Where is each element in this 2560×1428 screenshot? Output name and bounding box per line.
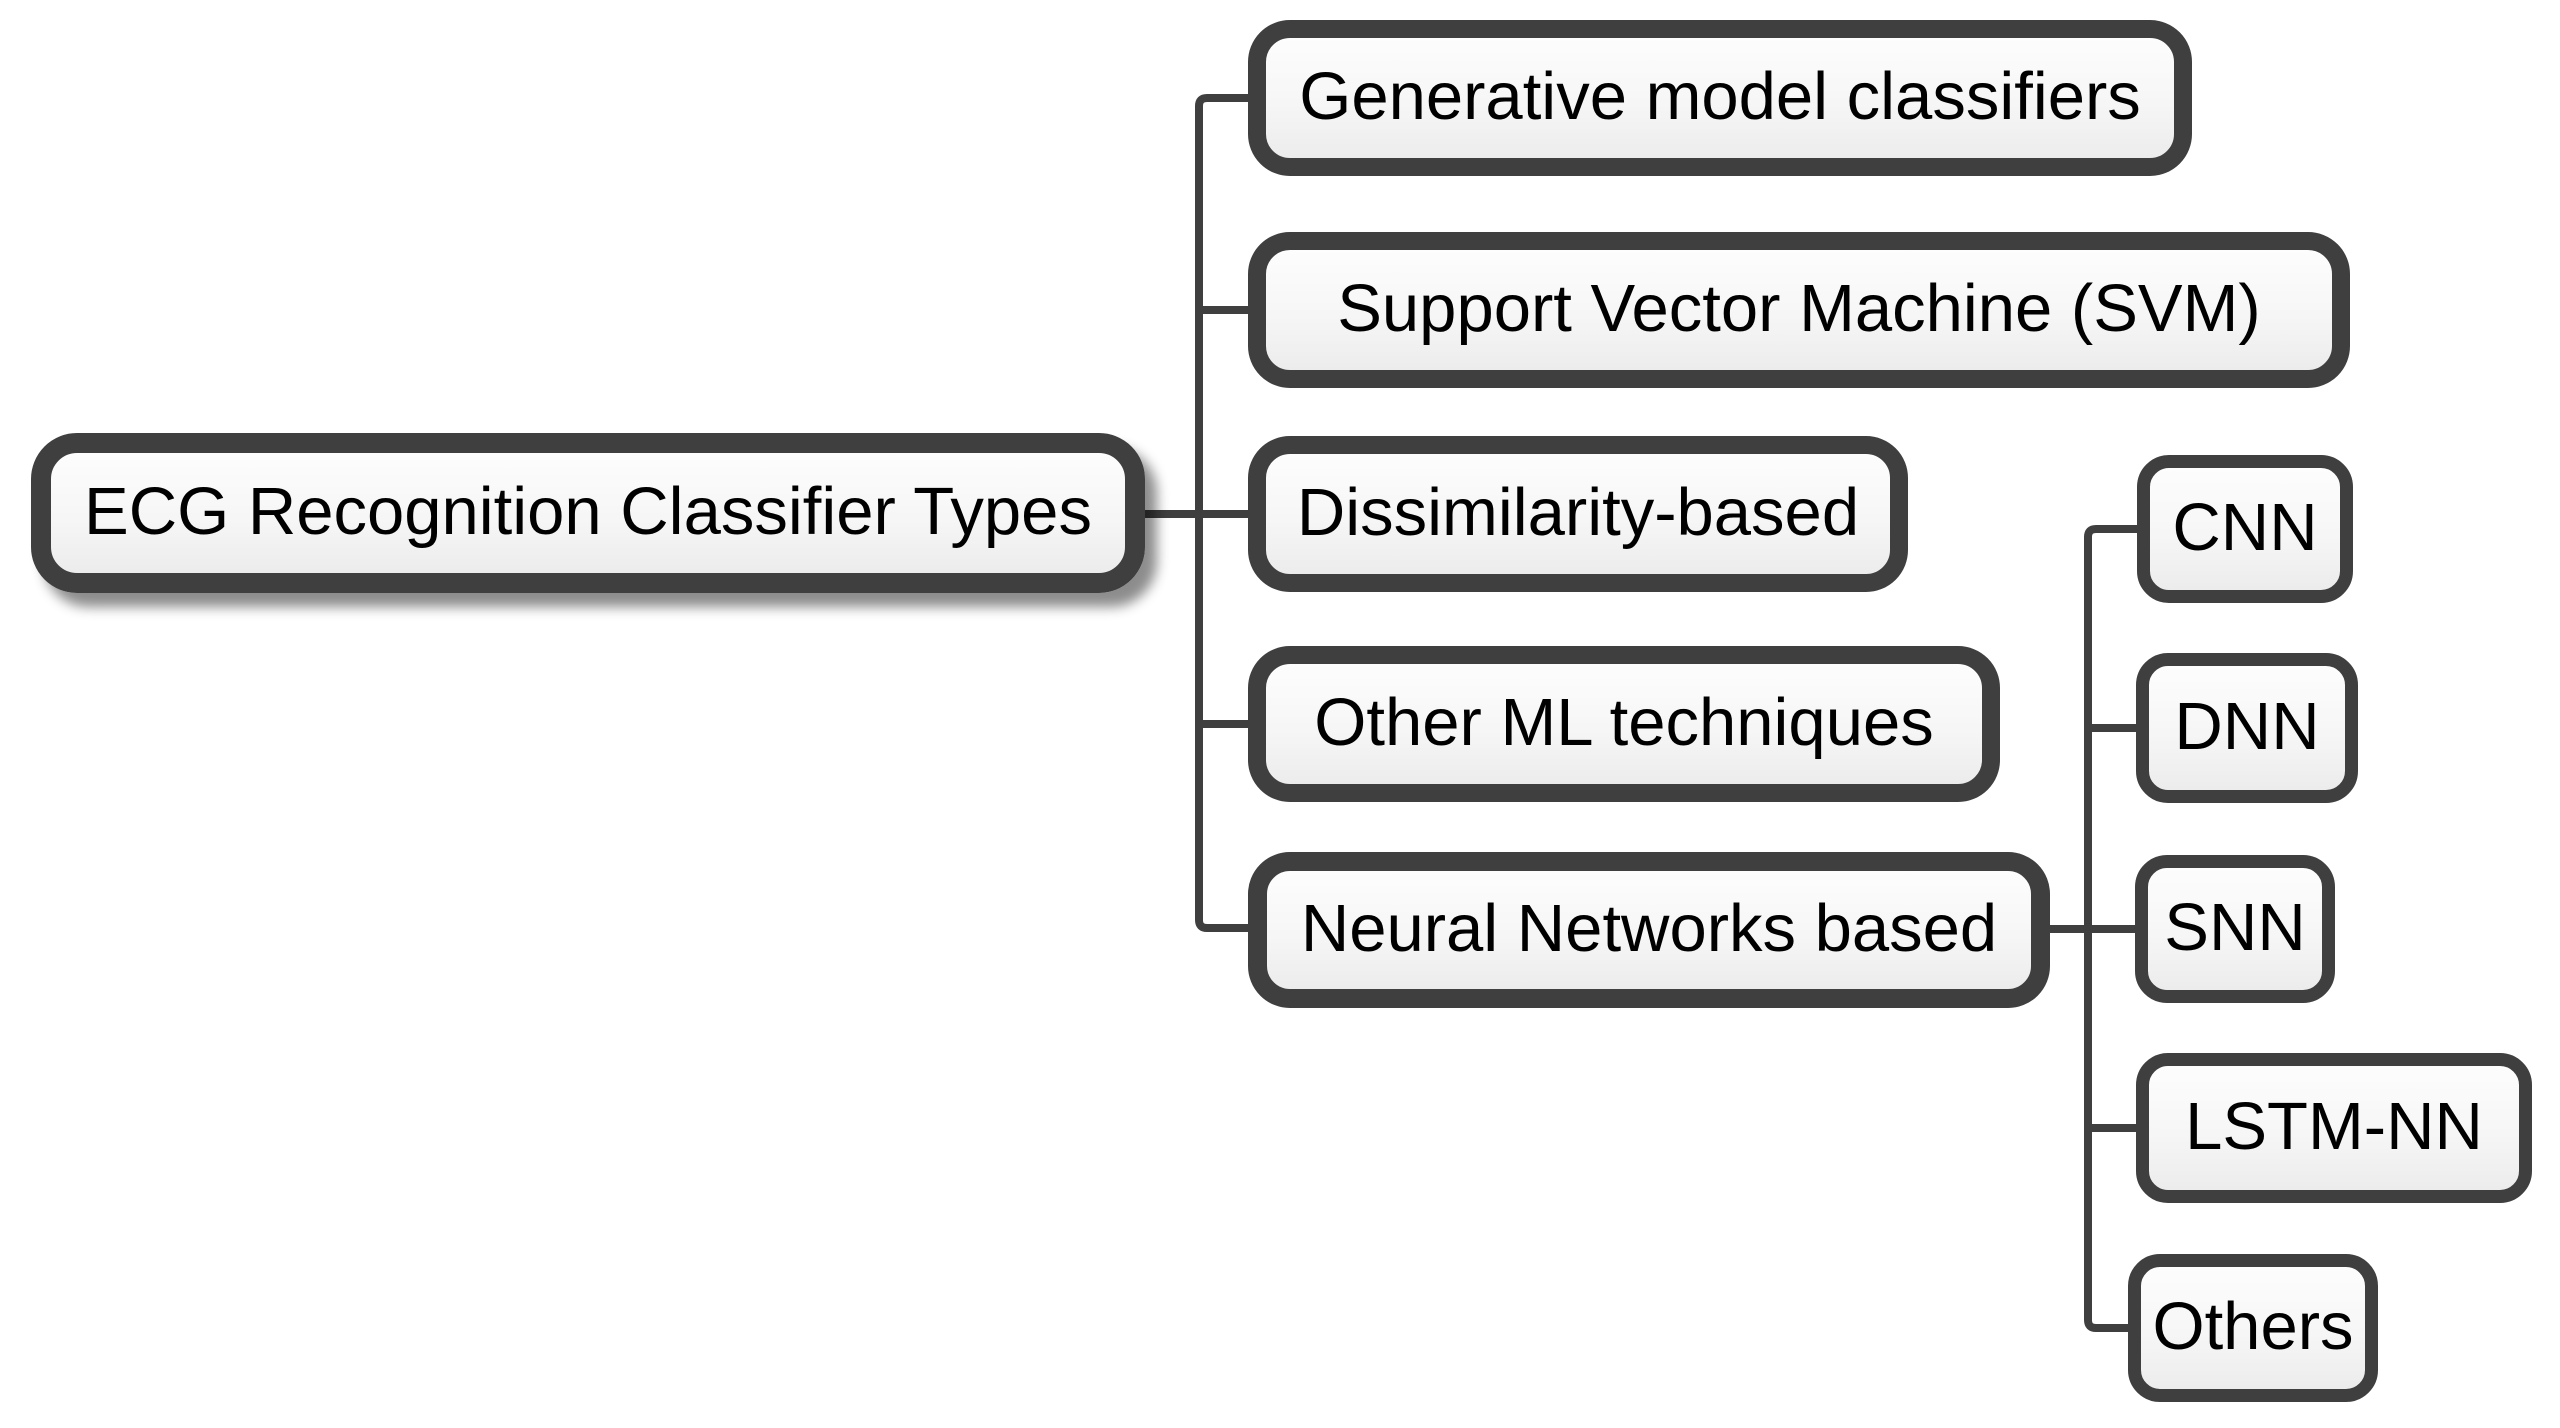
node-label: Dissimilarity-based xyxy=(1296,474,1860,550)
node-other-ml-techniques: Other ML techniques xyxy=(1248,646,2000,802)
node-dissimilarity-based: Dissimilarity-based xyxy=(1248,436,1908,592)
node-label: ECG Recognition Classifier Types xyxy=(84,473,1092,549)
node-neural-networks-based: Neural Networks based xyxy=(1248,852,2050,1008)
node-label: Generative model classifiers xyxy=(1299,58,2141,134)
node-label: Others xyxy=(2152,1288,2354,1364)
node-ecg-recognition-classifier-types: ECG Recognition Classifier Types xyxy=(31,433,1145,593)
node-cnn: CNN xyxy=(2137,455,2353,603)
node-others: Others xyxy=(2128,1254,2378,1402)
node-label: Neural Networks based xyxy=(1300,890,1998,966)
node-lstm-nn: LSTM-NN xyxy=(2136,1053,2532,1203)
node-label: Support Vector Machine (SVM) xyxy=(1337,270,2261,346)
node-generative-model-classifiers: Generative model classifiers xyxy=(1248,20,2192,176)
node-support-vector-machine: Support Vector Machine (SVM) xyxy=(1248,232,2350,388)
node-dnn: DNN xyxy=(2136,653,2358,803)
edge-trunk-level2 xyxy=(2084,525,2142,1332)
edge-trunk-level1 xyxy=(1195,94,1258,932)
node-label: DNN xyxy=(2174,688,2320,764)
node-label: Other ML techniques xyxy=(1314,684,1934,760)
node-snn: SNN xyxy=(2135,855,2335,1003)
node-label: SNN xyxy=(2164,889,2306,965)
node-label: CNN xyxy=(2172,489,2318,565)
node-label: LSTM-NN xyxy=(2185,1088,2483,1164)
